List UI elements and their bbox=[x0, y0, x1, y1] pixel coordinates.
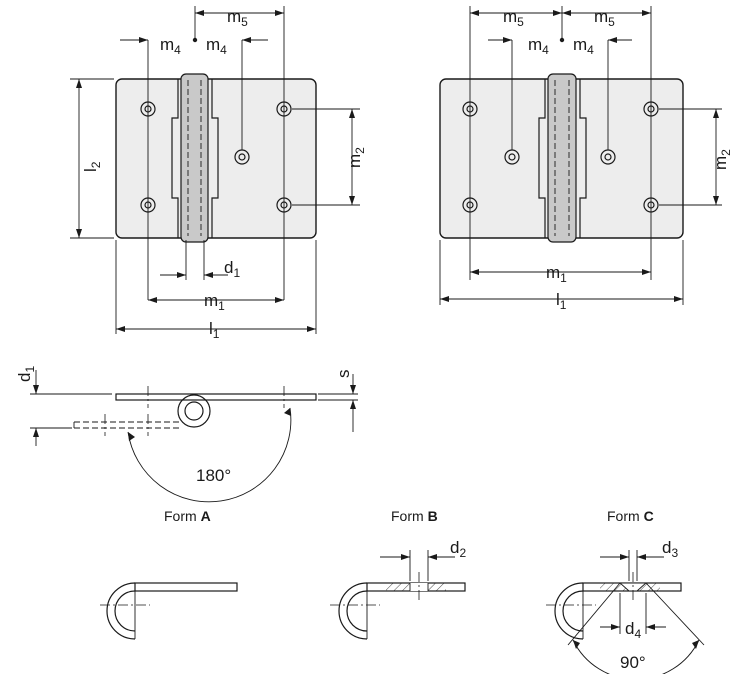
form-b-section bbox=[330, 550, 466, 640]
left-hinge-knuckle bbox=[180, 73, 209, 243]
right-hinge-knuckle bbox=[547, 73, 577, 243]
label-d1-top: d1 bbox=[224, 258, 240, 280]
label-m5-left: m5 bbox=[227, 7, 248, 29]
form-a-label: Form A bbox=[164, 508, 211, 524]
label-m5-right-a: m5 bbox=[503, 7, 524, 29]
label-d4: d4 bbox=[625, 619, 641, 641]
form-c-label: Form C bbox=[607, 508, 654, 524]
left-leaf-split-right bbox=[211, 79, 219, 238]
form-a-section bbox=[100, 582, 238, 640]
left-leaf-split-left bbox=[171, 79, 179, 238]
label-angle-180: 180° bbox=[196, 466, 231, 485]
label-d3: d3 bbox=[662, 538, 678, 560]
left-hinge-top-view bbox=[70, 6, 317, 334]
label-l1-right: l1 bbox=[556, 290, 567, 312]
label-m1-right: m1 bbox=[546, 263, 567, 285]
form-c-section bbox=[546, 550, 705, 674]
side-view-leaf bbox=[115, 393, 317, 401]
label-m5-right-b: m5 bbox=[594, 7, 615, 29]
label-l1-left: l1 bbox=[209, 319, 220, 341]
right-hinge-top-view bbox=[439, 6, 722, 305]
left-m2-dimension bbox=[292, 108, 360, 206]
label-m2-left: m2 bbox=[345, 147, 367, 168]
label-m4-left-a: m4 bbox=[160, 35, 181, 57]
left-hinge-plate bbox=[115, 78, 317, 239]
label-l2: l2 bbox=[81, 161, 103, 172]
side-view-180 bbox=[30, 370, 358, 503]
label-m4-left-b: m4 bbox=[206, 35, 227, 57]
label-m1-left: m1 bbox=[204, 291, 225, 313]
label-m4-right-a: m4 bbox=[528, 35, 549, 57]
label-m2-right: m2 bbox=[711, 149, 733, 170]
label-m4-right-b: m4 bbox=[573, 35, 594, 57]
form-b-label: Form B bbox=[391, 508, 438, 524]
label-angle-90: 90° bbox=[620, 653, 646, 672]
side-view-knuckle bbox=[177, 394, 211, 428]
label-s: s bbox=[334, 370, 353, 379]
label-d1-side: d1 bbox=[15, 366, 37, 382]
label-d2: d2 bbox=[450, 538, 466, 560]
